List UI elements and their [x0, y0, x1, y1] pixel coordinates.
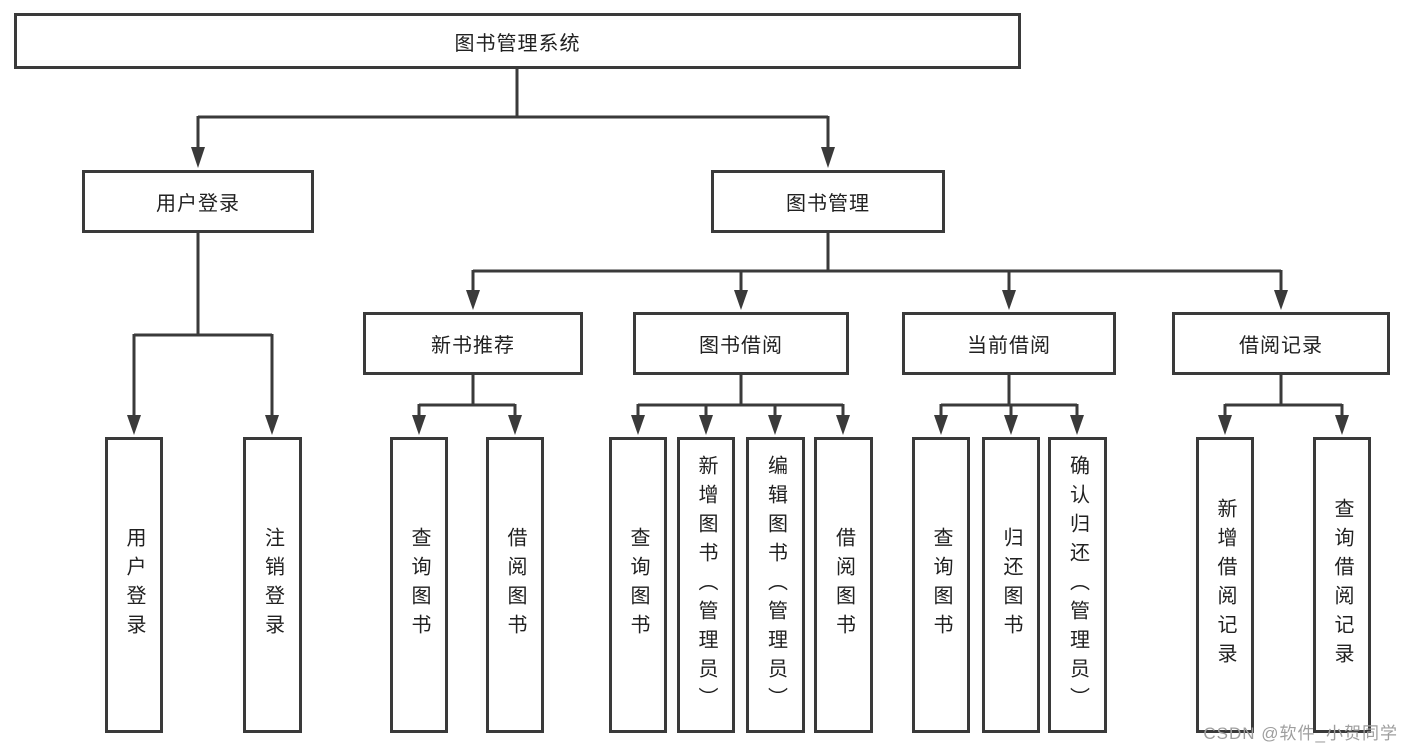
node-book-borrow: 图书借阅	[633, 312, 849, 375]
node-new-book-recommend: 新书推荐	[363, 312, 583, 375]
node-root-label: 图书管理系统	[454, 32, 581, 55]
leaf-confirm-return-admin: 确认归还（管理员）	[1048, 437, 1107, 733]
leaf-add-borrow-record: 新增借阅记录	[1196, 437, 1254, 733]
leaf-query-books-recommend: 查询图书	[390, 437, 448, 733]
node-book-management: 图书管理	[711, 170, 945, 233]
leaf-borrow-books: 借阅图书	[814, 437, 873, 733]
node-user-login: 用户登录	[82, 170, 314, 233]
node-borrow-records: 借阅记录	[1172, 312, 1390, 375]
leaf-user-login: 用户登录	[105, 437, 163, 733]
watermark: CSDN @软件_小贺同学	[1203, 724, 1398, 743]
leaf-query-borrow-record: 查询借阅记录	[1313, 437, 1371, 733]
leaf-logout: 注销登录	[243, 437, 302, 733]
node-new-book-recommend-label: 新书推荐	[431, 335, 515, 357]
leaf-borrow-books-recommend: 借阅图书	[486, 437, 544, 733]
leaf-edit-books-admin: 编辑图书（管理员）	[746, 437, 805, 733]
node-book-borrow-label: 图书借阅	[699, 335, 783, 357]
leaf-return-books: 归还图书	[982, 437, 1040, 733]
node-root: 图书管理系统	[14, 13, 1021, 69]
node-current-borrow-label: 当前借阅	[967, 335, 1051, 357]
node-user-login-label: 用户登录	[156, 193, 240, 215]
node-book-management-label: 图书管理	[786, 193, 870, 215]
leaf-query-books-current: 查询图书	[912, 437, 970, 733]
node-current-borrow: 当前借阅	[902, 312, 1116, 375]
node-borrow-records-label: 借阅记录	[1239, 335, 1323, 357]
leaf-add-books-admin: 新增图书（管理员）	[677, 437, 735, 733]
leaf-query-books-borrow: 查询图书	[609, 437, 667, 733]
